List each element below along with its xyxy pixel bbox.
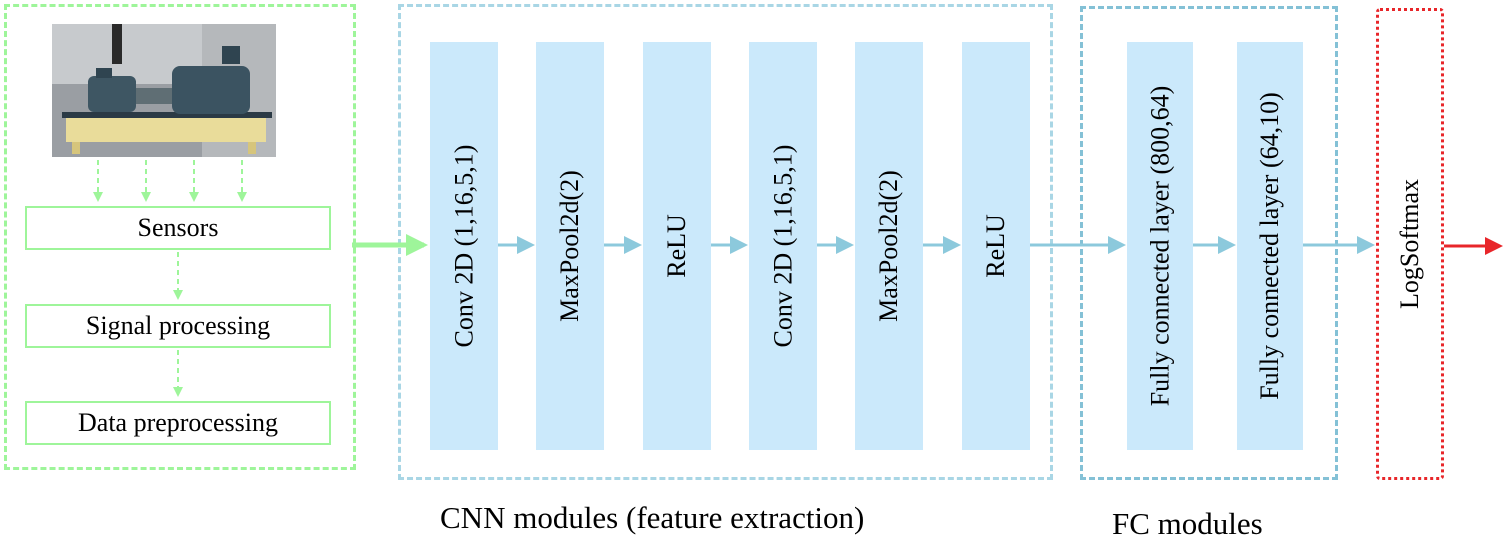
- input-module-group: [4, 4, 356, 470]
- conv2d-layer-2: Conv 2D (1,16,5,1): [749, 42, 817, 450]
- sensors-box: Sensors: [25, 206, 331, 250]
- relu-layer-2: ReLU: [962, 42, 1030, 450]
- cnn-module-caption: CNN modules (feature extraction): [440, 500, 865, 535]
- fc-layer-2: Fully connected layer (64,10): [1237, 42, 1303, 450]
- fc-module-group: [1080, 6, 1338, 480]
- maxpool-layer-1: MaxPool2d(2): [536, 42, 604, 450]
- output-module-group: [1376, 8, 1444, 480]
- conv2d-layer-1: Conv 2D (1,16,5,1): [430, 42, 498, 450]
- cnn-module-group: [398, 4, 1053, 480]
- relu-layer-1: ReLU: [643, 42, 711, 450]
- sensor-input-arrows: [93, 160, 247, 202]
- fc-module-caption: FC modules: [1112, 506, 1263, 541]
- maxpool-layer-2: MaxPool2d(2): [855, 42, 923, 450]
- signal-processing-box: Signal processing: [25, 304, 331, 348]
- test-rig-photo: [52, 24, 276, 157]
- fc-layer-1: Fully connected layer (800,64): [1127, 42, 1193, 450]
- data-preprocessing-box: Data preprocessing: [25, 401, 331, 445]
